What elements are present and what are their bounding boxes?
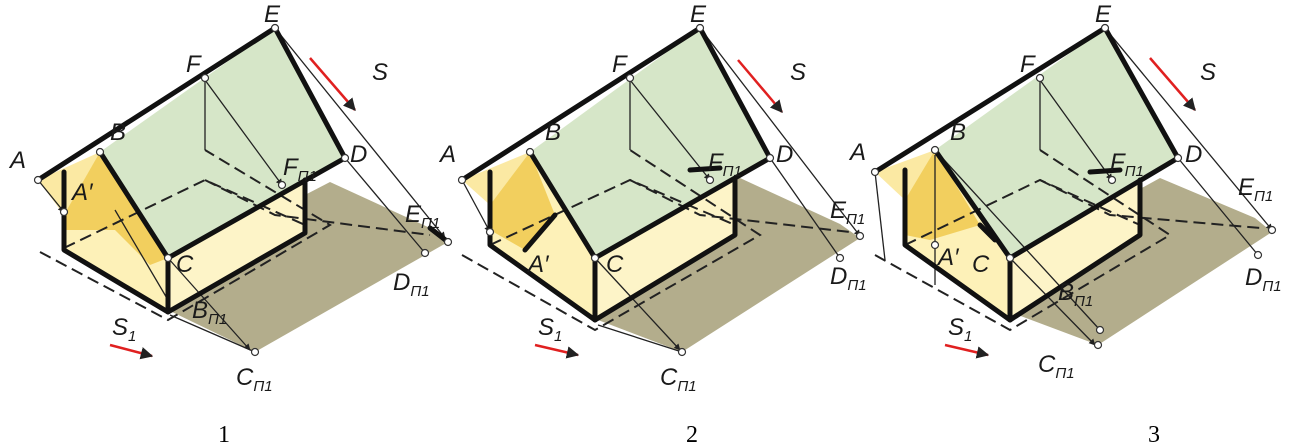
label-f: F: [612, 51, 628, 78]
label-s1: S1: [538, 314, 562, 345]
label-d: D: [776, 141, 793, 168]
label-c-p1: CП1: [1038, 351, 1075, 382]
label-a-prime: A′: [70, 179, 94, 206]
label-a: A: [438, 141, 456, 168]
label-s: S: [372, 59, 388, 86]
direction-s1-arrow: [944, 343, 990, 359]
label-a: A: [848, 139, 866, 166]
label-b: B: [950, 119, 966, 146]
label-s1: S1: [112, 314, 136, 345]
label-s1: S1: [948, 314, 972, 345]
label-f: F: [1020, 51, 1036, 78]
vertex-points: [33, 23, 453, 357]
label-a: A: [8, 147, 26, 174]
figure-3: A B A′ F E S D C FП1 EП1 DП1 BП1 CП1 S1 …: [848, 1, 1282, 448]
label-c: C: [972, 251, 990, 278]
label-d: D: [350, 141, 367, 168]
direction-s1-arrow: [534, 343, 580, 359]
label-f-p1: FП1: [283, 154, 317, 185]
label-d-p1: DП1: [830, 263, 867, 294]
front-wall: [1010, 180, 1140, 320]
label-e: E: [690, 1, 707, 28]
label-b: B: [110, 119, 126, 146]
label-a-prime: A′: [936, 244, 960, 271]
label-e-p1: EП1: [1238, 174, 1273, 205]
wall-shadow: [64, 152, 168, 265]
label-s: S: [1200, 59, 1216, 86]
label-c-p1: CП1: [236, 364, 273, 395]
direction-s-arrow: [1149, 57, 1196, 111]
vertex-points: [457, 23, 865, 357]
label-d: D: [1185, 141, 1202, 168]
label-b-p1: BП1: [1058, 279, 1093, 310]
label-e-p1: EП1: [405, 201, 440, 232]
label-c: C: [606, 251, 624, 278]
label-f-p1: FП1: [708, 149, 742, 180]
vertex-points: [870, 23, 1277, 350]
label-e: E: [1095, 1, 1112, 28]
label-d-p1: DП1: [1245, 264, 1282, 295]
label-b-p1: BП1: [192, 297, 227, 328]
figure-2: A B A′ F E S D C FП1 EП1 DП1 CП1 S1 2: [438, 1, 867, 448]
label-d-p1: DП1: [393, 269, 430, 300]
figure-number-1: 1: [218, 422, 230, 448]
label-a-prime: A′: [526, 251, 550, 278]
label-s: S: [790, 59, 806, 86]
direction-s-arrow: [309, 57, 356, 111]
label-c: C: [176, 251, 194, 278]
label-b: B: [545, 119, 561, 146]
figure-1: A B A′ F E S D C FП1 EП1 DП1 BП1 CП1 S1 …: [8, 1, 453, 448]
direction-s1-arrow: [109, 343, 154, 360]
direction-s-arrow: [737, 59, 783, 113]
roof-gable: [462, 152, 530, 205]
figure-number-3: 3: [1148, 422, 1160, 448]
ground-shadow: [168, 182, 448, 352]
label-f: F: [186, 51, 202, 78]
label-c-p1: CП1: [660, 364, 697, 395]
label-e-p1: EП1: [830, 197, 865, 228]
ground-shadow: [1018, 178, 1272, 345]
label-f-p1: FП1: [1110, 149, 1144, 180]
figure-number-2: 2: [686, 422, 698, 448]
roof-face: [530, 28, 770, 258]
label-e: E: [264, 1, 281, 28]
